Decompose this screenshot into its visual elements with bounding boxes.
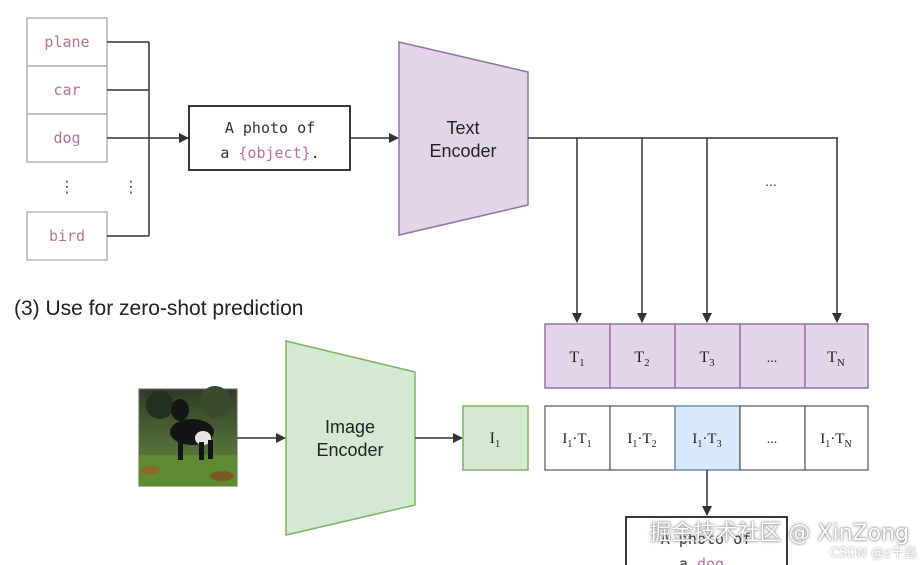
label-connectors [107, 41, 189, 237]
input-dog-photo [138, 386, 238, 487]
template-line-1: A photo of [225, 119, 315, 137]
text-embedding-3: T3 [699, 349, 715, 369]
prediction-line-1: A photo of [661, 530, 751, 548]
vertical-ellipsis-left: ⋮ [59, 179, 75, 196]
dog-head [171, 399, 189, 421]
image-encoder-label-line1: Image [325, 417, 375, 437]
label-dog: dog [53, 129, 80, 147]
image-encoder-label-line2: Encoder [316, 440, 383, 460]
similarity-2: I1·T2 [627, 431, 656, 450]
label-plane: plane [44, 33, 89, 51]
similarity-1: I1·T1 [562, 431, 591, 450]
text-encoder-label-line1: Text [446, 118, 479, 138]
branch-ellipsis: ... [765, 173, 777, 189]
label-car: car [53, 81, 80, 99]
prediction-output-box: A photo of a dog. [625, 516, 788, 565]
prediction-line-2: a dog. [679, 555, 733, 565]
image-embedding: I1 [462, 405, 529, 471]
similarity-ellipsis: ... [767, 432, 778, 447]
text-encoder: Text Encoder [398, 41, 529, 236]
section-title: (3) Use for zero-shot prediction [14, 297, 303, 320]
similarity-3: I1·T3 [692, 431, 721, 450]
prompt-template-box: A photo of a {object}. [188, 105, 351, 171]
watermark-main: 掘金技术社区 @ XinZong [649, 521, 909, 546]
text-embedding-1: T1 [569, 349, 584, 369]
similarity-n: I1·TN [820, 431, 851, 450]
label-box-car [26, 65, 108, 115]
label-box-plane [26, 17, 108, 67]
image-embedding-label: I1 [490, 430, 501, 450]
template-placeholder: {object} [238, 144, 310, 162]
text-embedding-ellipsis: ... [767, 351, 778, 366]
text-embedding-n: TN [827, 349, 845, 369]
label-box-dog [26, 113, 108, 163]
template-line-2: a {object}. [220, 144, 319, 162]
watermark-sub: CSDN @z千鑫 [829, 546, 917, 561]
text-embedding-2: T2 [634, 349, 649, 369]
label-bird: bird [49, 227, 85, 245]
class-label-list: plane car dog ⋮ ⋮ bird [26, 17, 139, 261]
text-encoder-branches [528, 137, 842, 323]
similarity-row: I1·T1 I1·T2 I1·T3 ... I1·TN [544, 405, 869, 471]
vertical-ellipsis-right: ⋮ [123, 179, 139, 196]
text-encoder-label-line2: Encoder [429, 141, 496, 161]
image-encoder: Image Encoder [285, 340, 416, 536]
text-embedding-row: T1 T2 T3 ... TN [544, 323, 869, 389]
